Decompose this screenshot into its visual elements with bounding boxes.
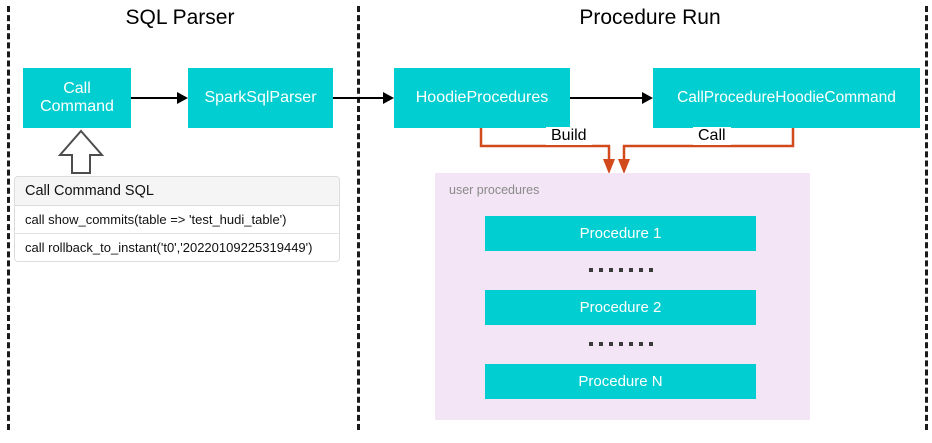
user-procedures-panel: user procedures Procedure 1 Procedure 2 … [435,173,810,420]
arrow-head-icon [177,92,188,104]
user-procedures-label: user procedures [449,183,540,197]
node-procedure-2[interactable]: Procedure 2 [485,290,756,325]
arrow-hoodie-procedures-to-call-procedure-hoodie-command [570,92,653,104]
node-hoodie-procedures[interactable]: HoodieProcedures [394,68,570,128]
call-command-sql-table: Call Command SQL call show_commits(table… [14,176,340,262]
ellipsis-dots-2 [485,329,756,359]
node-procedure-1[interactable]: Procedure 1 [485,216,756,251]
divider-middle [357,6,360,430]
section-title-procedure-run: Procedure Run [579,6,721,29]
ellipsis-dots-1 [485,255,756,285]
edge-label-call: Call [693,127,731,145]
arrow-call-command-to-spark-sql-parser [131,92,188,104]
edge-label-build: Build [546,127,592,145]
arrow-shaft [333,97,384,99]
arrow-head-icon [383,92,394,104]
node-procedure-n[interactable]: Procedure N [485,364,756,399]
table-header: Call Command SQL [15,177,339,206]
section-title-sql-parser: SQL Parser [125,6,235,29]
node-spark-sql-parser[interactable]: SparkSqlParser [188,68,333,128]
arrow-shaft [570,97,643,99]
node-call-procedure-hoodie-command[interactable]: CallProcedureHoodieCommand [653,68,920,128]
node-call-command[interactable]: Call Command [23,68,131,128]
connector-call-arrowhead-icon [618,159,630,174]
arrow-spark-sql-parser-to-hoodie-procedures [333,92,394,104]
divider-left [7,6,10,430]
arrow-head-icon [642,92,653,104]
hollow-up-arrow-icon [57,129,105,174]
connector-build-arrowhead-icon [603,159,615,174]
table-row: call show_commits(table => 'test_hudi_ta… [15,206,339,234]
table-row: call rollback_to_instant('t0','202201092… [15,234,339,261]
divider-right [925,6,928,430]
arrow-shaft [131,97,178,99]
